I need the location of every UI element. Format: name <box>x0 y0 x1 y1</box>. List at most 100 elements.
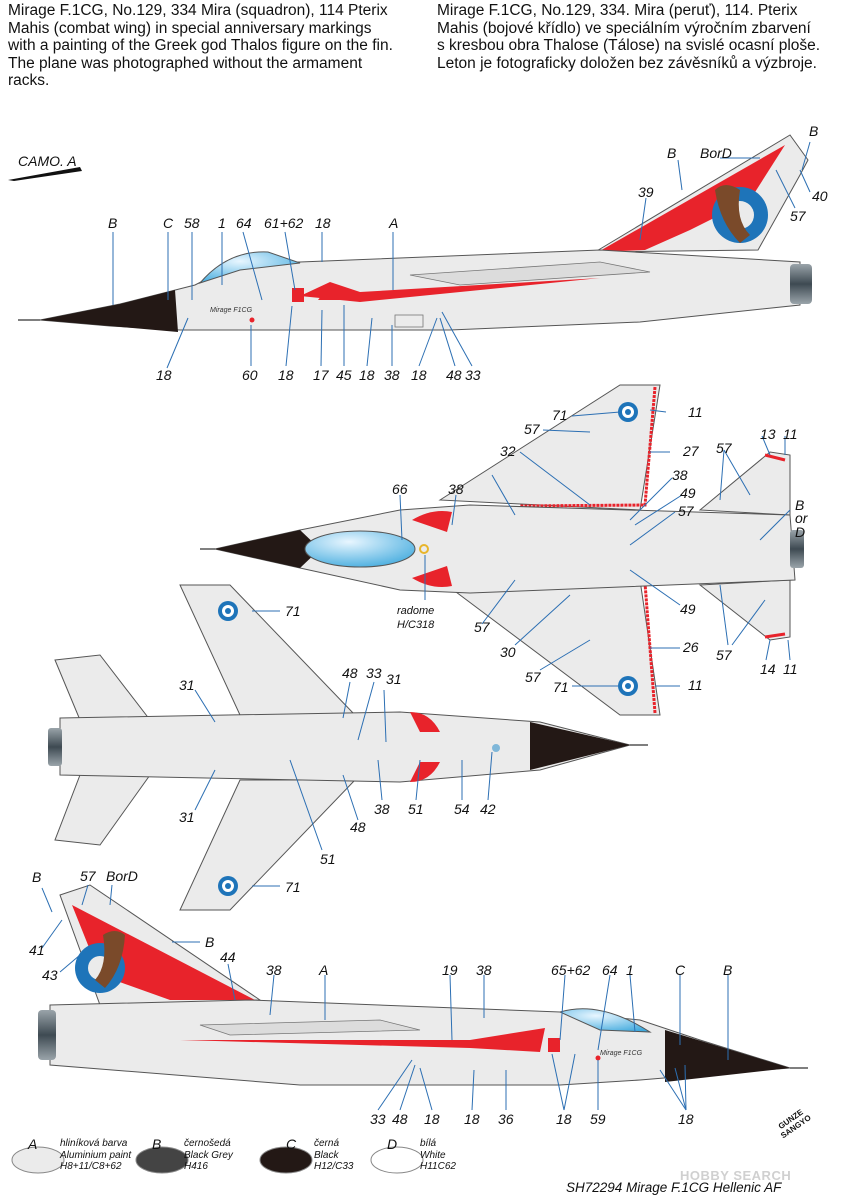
callout-B: B <box>205 934 214 950</box>
intake-red-upper <box>412 511 452 532</box>
bottom-engine <box>48 728 62 766</box>
legend-english: Black Grey <box>184 1149 233 1161</box>
fin-red-band <box>598 145 785 252</box>
light-icon <box>492 744 500 752</box>
callout-33: 33 <box>370 1111 386 1127</box>
callout-C: C <box>675 962 686 978</box>
callout-B: B <box>667 145 676 161</box>
callout-51: 51 <box>320 851 336 867</box>
callout-D: D <box>795 524 805 540</box>
callout-18: 18 <box>156 367 172 383</box>
callout-43: 43 <box>42 967 58 983</box>
legend-code: H12/C33 <box>314 1161 354 1172</box>
roundel-icon <box>218 601 238 621</box>
intro-line: Leton je fotograficky doložen bez závěsn… <box>437 54 817 72</box>
top-canopy <box>304 530 416 568</box>
callout-B: B <box>723 962 732 978</box>
callout-61-62: 61+62 <box>264 215 304 231</box>
red-marker <box>595 1055 601 1061</box>
callout-57: 57 <box>678 503 695 519</box>
callout-31: 31 <box>386 671 402 687</box>
callout-48: 48 <box>350 819 366 835</box>
intro-line: Mirage F.1CG, No.129, 334. Mira (peruť),… <box>437 2 798 19</box>
intro-line: Mahis (combat wing) in special anniversa… <box>8 19 372 37</box>
callout-48: 48 <box>342 665 358 681</box>
legend-english: Black <box>314 1149 339 1161</box>
callout-A: A <box>388 215 398 231</box>
callout-59: 59 <box>590 1111 606 1127</box>
callout-38: 38 <box>266 962 282 978</box>
callout-14: 14 <box>760 661 776 677</box>
callout-26: 26 <box>682 639 699 655</box>
callout-A: A <box>318 962 328 978</box>
legend-english: White <box>420 1149 446 1161</box>
tailplane-red-edge <box>764 632 786 639</box>
callout-39: 39 <box>638 184 654 200</box>
legend-letter: B <box>152 1136 162 1152</box>
fuselage-red-stripe <box>300 278 600 302</box>
hobby-search-logo: HOBBY SEARCH <box>680 1168 792 1183</box>
callout-66: 66 <box>392 481 408 497</box>
callout-49: 49 <box>680 601 696 617</box>
callout-51: 51 <box>408 801 424 817</box>
swatch-black <box>259 1146 313 1174</box>
top-tailplane-upper <box>698 451 791 516</box>
engine-nozzle <box>790 264 812 304</box>
engine-nozzle <box>38 1010 56 1060</box>
roundel-icon <box>618 676 638 696</box>
callout-54: 54 <box>454 801 470 817</box>
callout-38: 38 <box>672 467 688 483</box>
legend-code: H8+11/C8+62 <box>60 1161 122 1172</box>
callout-57: 57 <box>790 208 807 224</box>
callout-18: 18 <box>315 215 331 231</box>
callout-71: 71 <box>553 679 569 695</box>
callout-27: 27 <box>682 443 700 459</box>
callout-57: 57 <box>80 868 97 884</box>
legend-swatches <box>11 1146 424 1174</box>
legend-czech: černošedá <box>184 1138 231 1149</box>
callout-38: 38 <box>384 367 400 383</box>
intro-line: s kresbou obra Thalose (Tálose) na svisl… <box>437 37 821 54</box>
intro-line: racks. <box>8 72 50 89</box>
intro-czech: Mirage F.1CG, No.129, 334. Mira (peruť),… <box>437 2 837 72</box>
bottom-view-leaders <box>194 610 493 887</box>
legend-letter: D <box>387 1136 398 1152</box>
access-panel <box>394 314 424 328</box>
intro-line: The plane was photographed without the a… <box>8 54 363 72</box>
radome <box>40 290 178 332</box>
callout-19: 19 <box>442 962 458 978</box>
red-warning-triangle <box>292 288 304 302</box>
side1-leaders <box>112 141 811 369</box>
callout-33: 33 <box>366 665 382 681</box>
callout-13: 13 <box>760 426 776 442</box>
canopy <box>558 1008 652 1033</box>
callout-18: 18 <box>424 1111 440 1127</box>
callout-B-or-D: BorD <box>700 145 732 161</box>
legend-letter: A <box>28 1136 38 1152</box>
nose-script-marking: Mirage F1CG <box>210 307 253 314</box>
intake-red-upper <box>410 712 440 732</box>
callout-57: 57 <box>525 669 542 685</box>
callout-11: 11 <box>783 661 798 677</box>
callout-57: 57 <box>716 440 733 456</box>
red-warning-triangle <box>548 1038 560 1052</box>
top-view-callouts: 71 11 57 32 27 13 11 57 38 66 38 49 57 B… <box>392 404 809 695</box>
callout-71: 71 <box>285 879 301 895</box>
callout-18: 18 <box>411 367 427 383</box>
callout-C: C <box>163 215 174 231</box>
legend-item-white: bílá White H11C62 <box>420 1138 456 1173</box>
callout-45: 45 <box>336 367 352 383</box>
top-tailplane-lower <box>698 579 791 641</box>
callout-41: 41 <box>29 942 45 958</box>
legend-letter: C <box>286 1136 297 1152</box>
legend-czech: hliníková barva <box>60 1138 128 1149</box>
swatch-white <box>370 1146 424 1174</box>
radome-center-mark <box>419 544 429 554</box>
intro-line: with a painting of the Greek god Thalos … <box>8 37 393 54</box>
bottom-tail-upper <box>54 654 152 721</box>
callout-48: 48 <box>446 367 462 383</box>
callout-B: B <box>795 497 804 513</box>
top-engine <box>790 530 804 568</box>
side2-callouts: B 57 BorD 41 43 B 44 38 A 19 38 65+62 64… <box>29 868 732 1127</box>
red-marker <box>249 317 255 323</box>
